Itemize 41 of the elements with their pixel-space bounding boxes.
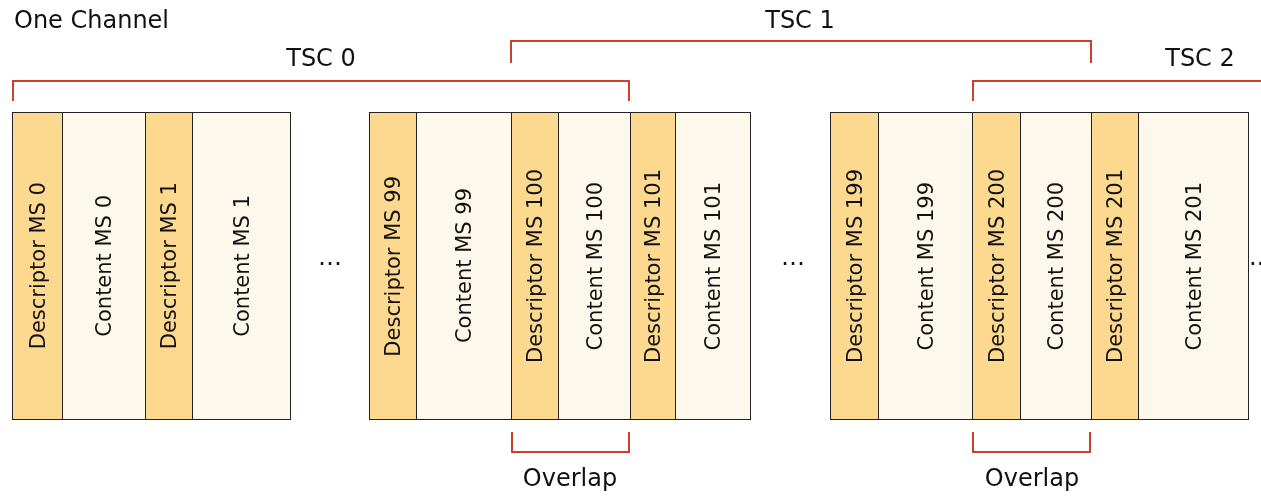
segment-label: Descriptor MS 200 — [984, 169, 1009, 363]
segment-label: Content MS 99 — [452, 188, 476, 344]
content-segment — [1138, 112, 1249, 420]
content-segment — [416, 112, 512, 420]
segment-label: Descriptor MS 199 — [842, 169, 867, 363]
segment-label: Content MS 1 — [229, 195, 254, 337]
segment-label: Content MS 101 — [701, 181, 725, 351]
content-segment — [878, 112, 973, 420]
descriptor-segment — [12, 112, 63, 420]
bracket-label: Overlap — [522, 466, 618, 490]
descriptor-segment — [369, 112, 417, 420]
descriptor-segment — [630, 112, 676, 420]
ellipsis: … — [781, 245, 805, 269]
segment-label: Descriptor MS 101 — [641, 169, 665, 363]
content-segment — [675, 112, 751, 420]
content-segment — [192, 112, 291, 420]
segment-label: Content MS 201 — [1181, 181, 1206, 351]
segment-label: Descriptor MS 1 — [157, 182, 181, 350]
descriptor-segment — [1091, 112, 1139, 420]
segment-label: Content MS 199 — [913, 181, 938, 351]
descriptor-segment — [511, 112, 559, 420]
descriptor-segment — [145, 112, 193, 420]
segment-label: Descriptor MS 201 — [1103, 169, 1127, 363]
segment-label: Descriptor MS 0 — [25, 182, 50, 350]
descriptor-segment — [972, 112, 1021, 420]
segment-label: Descriptor MS 99 — [381, 175, 405, 357]
bracket-label: Overlap — [984, 466, 1080, 490]
descriptor-segment — [830, 112, 879, 420]
segment-label: Content MS 100 — [582, 181, 607, 351]
segment-label: Content MS 200 — [1044, 181, 1068, 351]
bracket-label: TSC 2 — [1165, 46, 1235, 70]
ellipsis: .. — [1249, 245, 1261, 269]
bracket-label: TSC 0 — [286, 46, 356, 70]
channel-label: One Channel — [14, 8, 170, 32]
segment-label: Descriptor MS 100 — [523, 169, 547, 363]
content-segment — [558, 112, 631, 420]
content-segment — [1020, 112, 1092, 420]
segment-label: Content MS 0 — [92, 195, 116, 337]
bracket-label: TSC 1 — [765, 8, 835, 32]
content-segment — [62, 112, 146, 420]
ellipsis: … — [318, 245, 342, 269]
